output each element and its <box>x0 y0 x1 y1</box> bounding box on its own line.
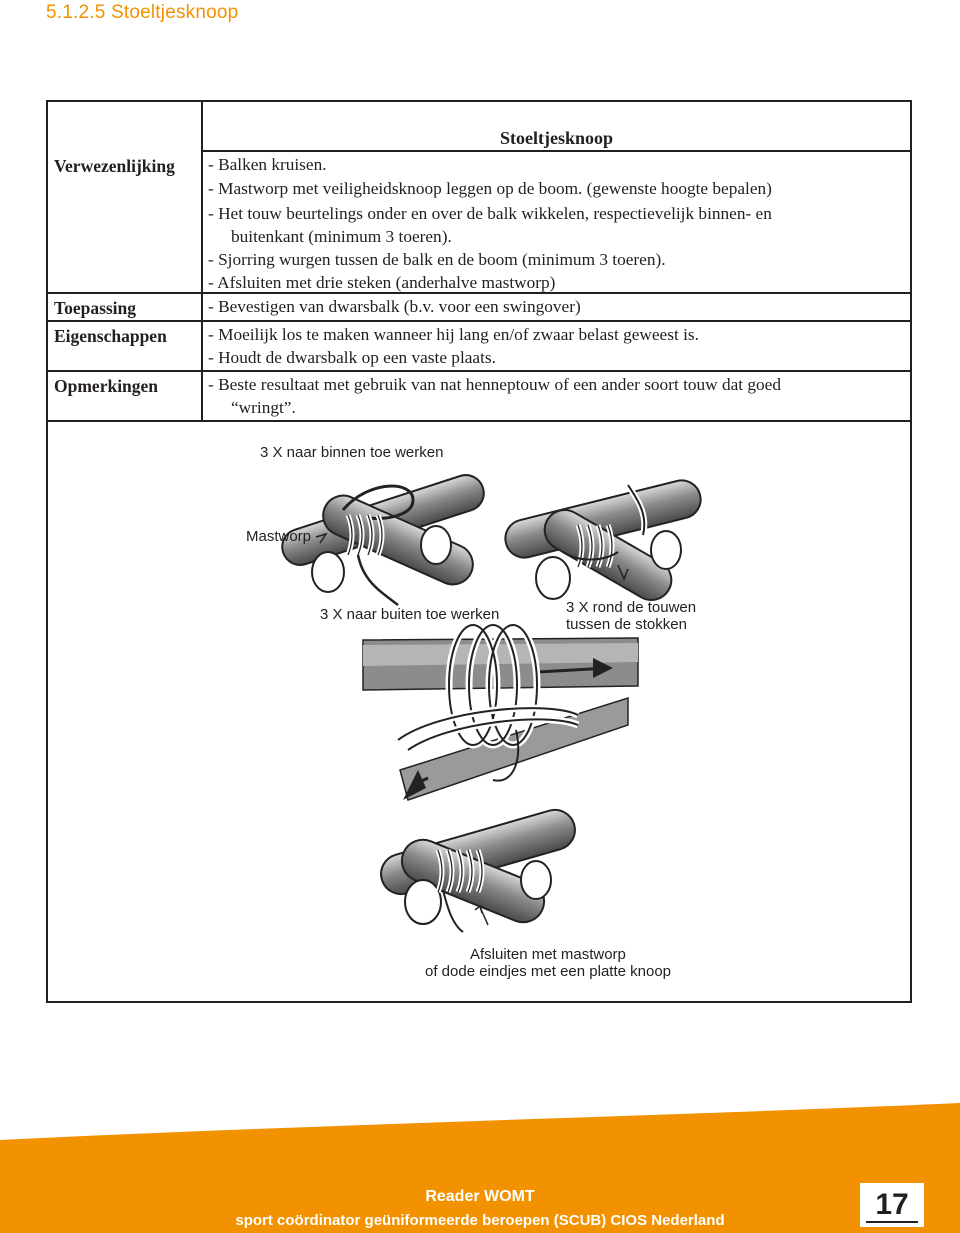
knot-drawings <box>281 474 702 933</box>
table-line: - Sjorring wurgen tussen de balk en de b… <box>208 250 666 269</box>
table-line: - Afsluiten met drie steken (anderhalve … <box>208 273 556 292</box>
row-divider <box>48 370 910 372</box>
drawing-step-3 <box>362 621 639 801</box>
row-label-opmerkingen: Opmerkingen <box>54 376 159 396</box>
row-label-verwezenlijking: Verwezenlijking <box>54 156 175 176</box>
knot-illustration: 3 X naar binnen toe werken Mastworp 3 X … <box>246 440 718 985</box>
footer-subtitle: sport coördinator geüniformeerde beroepe… <box>235 1212 725 1229</box>
row-label-toepassing: Toepassing <box>54 298 137 318</box>
row-divider <box>201 150 910 152</box>
section-heading: 5.1.2.5 Stoeltjesknoop <box>46 2 239 23</box>
footer-title: Reader WOMT <box>425 1188 535 1205</box>
label-around-1: 3 X rond de touwen <box>566 599 697 616</box>
label-finish-2: of dode eindjes met een platte knoop <box>425 963 672 980</box>
drawing-step-2 <box>504 479 702 601</box>
drawing-step-4 <box>380 808 576 933</box>
footer-shape <box>0 1103 960 1233</box>
row-label-eigenschappen: Eigenschappen <box>54 326 167 346</box>
table-line: - Moeilijk los te maken wanneer hij lang… <box>208 325 699 344</box>
table-line: buitenkant (minimum 3 toeren). <box>231 227 452 246</box>
label-inward: 3 X naar binnen toe werken <box>260 444 444 461</box>
row-divider <box>48 292 910 294</box>
page-number: 17 <box>875 1188 909 1221</box>
drawing-step-1 <box>281 474 485 607</box>
table-line: - Het touw beurtelings onder en over de … <box>208 204 772 223</box>
table-line: - Balken kruisen. <box>208 155 327 174</box>
row-divider <box>48 320 910 322</box>
page-number-box <box>860 1183 924 1227</box>
table-line: - Bevestigen van dwarsbalk (b.v. voor ee… <box>208 297 581 316</box>
knot-table: Stoeltjesknoop Verwezenlijking - Balken … <box>46 100 912 1003</box>
label-outward: 3 X naar buiten toe werken <box>320 606 500 623</box>
table-line: “wringt”. <box>231 398 296 417</box>
row-divider <box>48 420 910 422</box>
label-around-2: tussen de stokken <box>566 616 687 633</box>
label-mastworp: Mastworp <box>246 528 312 545</box>
column-divider <box>201 102 203 420</box>
table-title: Stoeltjesknoop <box>499 128 613 148</box>
footer-band <box>0 1103 960 1233</box>
label-finish-1: Afsluiten met mastworp <box>470 946 626 963</box>
table-line: - Mastworp met veiligheidsknoop leggen o… <box>208 179 772 198</box>
table-line: - Houdt de dwarsbalk op een vaste plaats… <box>208 348 496 367</box>
table-line: - Beste resultaat met gebruik van nat he… <box>208 375 781 394</box>
